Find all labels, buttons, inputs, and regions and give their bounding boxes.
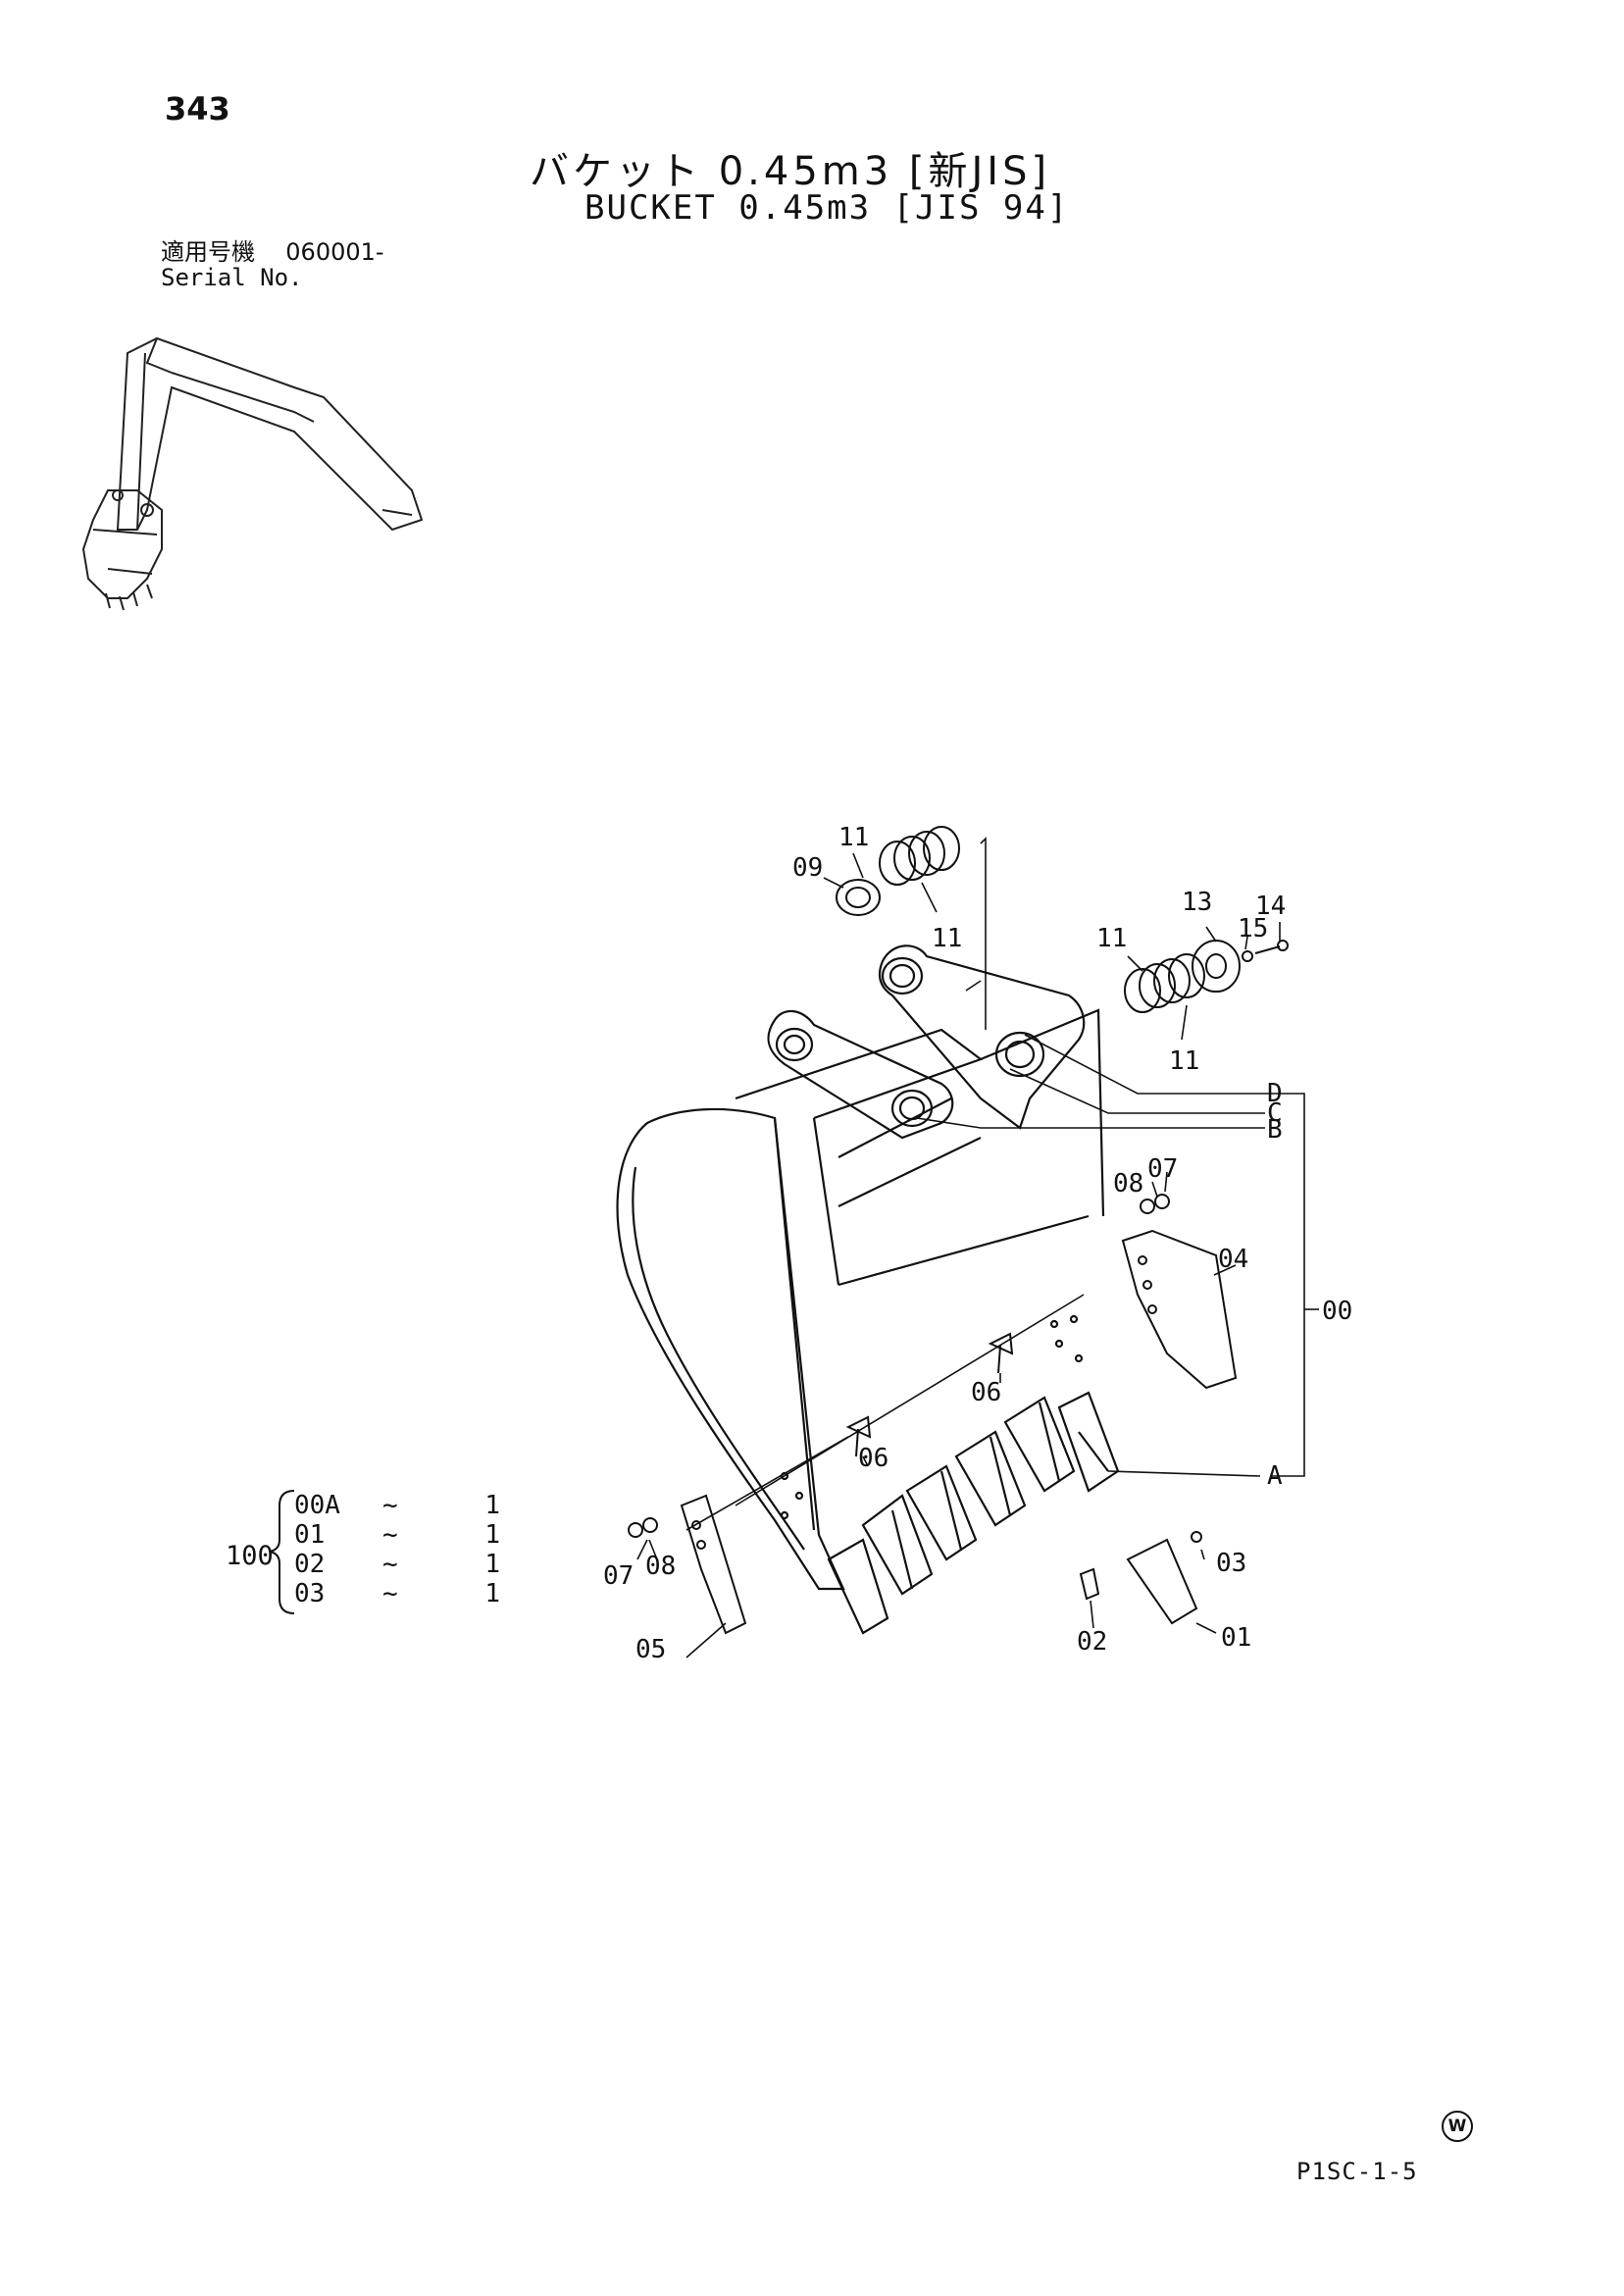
callout-07: 07: [1147, 1154, 1178, 1184]
quantity-row: 00A ~ 1: [294, 1491, 500, 1520]
callout-B: B: [1267, 1115, 1283, 1145]
callout-07: 07: [603, 1561, 634, 1591]
callout-04: 04: [1218, 1245, 1248, 1274]
page-number: 343: [165, 90, 230, 128]
callout-06: 06: [858, 1444, 888, 1473]
serial-block: 適用号機 060001- Serial No.: [161, 239, 384, 290]
title-japanese: バケット 0.45m3 [新JIS]: [530, 149, 1051, 194]
serial-label-en: Serial No.: [161, 264, 303, 291]
quantity-table: 00A ~ 1 01 ~ 1 02 ~ 1 03 ~ 1: [294, 1491, 500, 1608]
callout-15: 15: [1238, 914, 1268, 944]
callout-A: A: [1267, 1461, 1283, 1491]
bucket-body: [616, 944, 1120, 1635]
callout-09: 09: [792, 853, 823, 883]
quantity-row: 02 ~ 1: [294, 1550, 500, 1579]
tilde: ~: [382, 1491, 398, 1520]
callout-08: 08: [645, 1552, 676, 1581]
quantity: 1: [484, 1579, 500, 1608]
serial-value: 060001-: [285, 238, 384, 266]
callout-08: 08: [1113, 1169, 1143, 1199]
part-code: 00A: [294, 1491, 340, 1520]
callout-14: 14: [1255, 892, 1286, 921]
callout-03: 03: [1216, 1549, 1246, 1578]
tilde: ~: [382, 1550, 398, 1579]
hardware-parts: [628, 1194, 1202, 1625]
callout-05: 05: [635, 1635, 666, 1664]
serial-label-jp: 適用号機: [161, 238, 255, 266]
callout-D: D: [1267, 1079, 1283, 1108]
callout-02: 02: [1077, 1627, 1107, 1657]
callout-06: 06: [971, 1378, 1001, 1407]
quantity-row: 03 ~ 1: [294, 1579, 500, 1608]
tilde: ~: [382, 1520, 398, 1550]
excavator-thumbnail: [81, 336, 424, 611]
footer-code: P1SC-1-5: [1296, 2158, 1418, 2185]
quantity: 1: [484, 1491, 500, 1520]
leader-lines: [636, 837, 1319, 1658]
callout-00: 00: [1322, 1297, 1352, 1326]
shim-set-right: [1124, 940, 1289, 1013]
callout-11: 11: [838, 823, 869, 852]
part-code: 02: [294, 1550, 326, 1579]
quantity: 1: [484, 1550, 500, 1579]
callout-01: 01: [1221, 1623, 1251, 1653]
tilde: ~: [382, 1579, 398, 1608]
bushing-set-left: [836, 826, 960, 916]
callout-C: C: [1267, 1098, 1283, 1128]
w-mark: W: [1442, 2111, 1473, 2142]
callout-11: 11: [1169, 1046, 1199, 1076]
part-code: 03: [294, 1579, 326, 1608]
part-code: 01: [294, 1520, 326, 1550]
callout-11: 11: [1096, 924, 1127, 953]
callout-11: 11: [932, 924, 962, 953]
assembly-number: 100: [226, 1541, 274, 1571]
title-english: BUCKET 0.45m3 [JIS 94]: [584, 188, 1070, 228]
quantity-row: 01 ~ 1: [294, 1520, 500, 1550]
quantity: 1: [484, 1520, 500, 1550]
callout-13: 13: [1182, 888, 1212, 917]
quantity-brace: [269, 1490, 295, 1614]
side-cutters: [680, 1229, 1238, 1635]
